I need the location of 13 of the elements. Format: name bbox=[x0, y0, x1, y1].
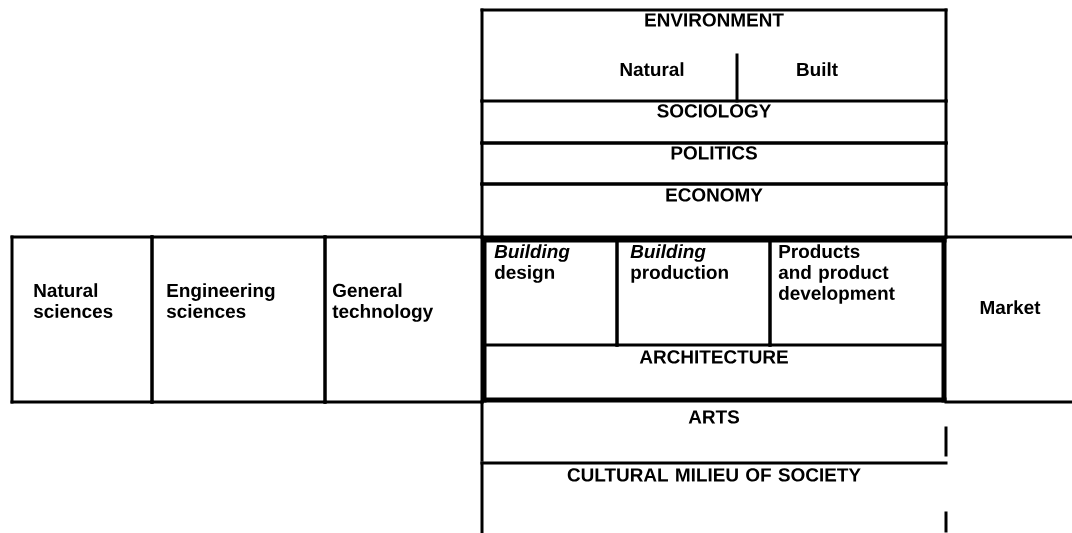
category-box: Building production bbox=[615, 238, 772, 347]
category-box: Building design bbox=[482, 238, 619, 347]
category-box: ECONOMY bbox=[480, 182, 948, 239]
category-box: ENVIRONMENT Natural Built bbox=[480, 8, 948, 103]
category-box: Natural sciences bbox=[10, 235, 154, 404]
category-box: CULTURAL MILIEU OF SOCIETY bbox=[480, 461, 948, 533]
category-box: SOCIOLOGY bbox=[480, 99, 948, 145]
category-box: Products and product development bbox=[768, 238, 946, 347]
category-box: General technology bbox=[323, 235, 484, 404]
category-box: ARTS bbox=[480, 400, 948, 462]
category-box: Engineering sciences bbox=[150, 235, 327, 404]
category-box: POLITICS bbox=[480, 141, 948, 186]
category-box: Market bbox=[944, 235, 1072, 404]
